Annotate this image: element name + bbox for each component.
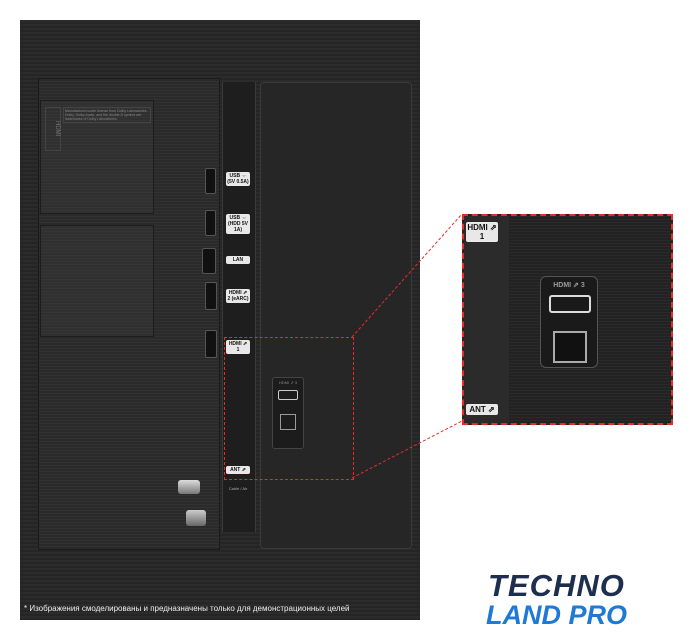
optical-port bbox=[280, 414, 296, 430]
lower-panel bbox=[40, 225, 154, 337]
hdmi-side-label: HDMI bbox=[45, 107, 61, 151]
lan-port bbox=[202, 248, 216, 274]
hdmi3-optical-block: HDMI ⇗ 3 bbox=[272, 377, 304, 449]
zoom-optical-port bbox=[553, 331, 587, 363]
ant-label: ANT ⇗ bbox=[226, 466, 250, 474]
logo-line1: TECHNO bbox=[488, 568, 625, 603]
zoom-strip bbox=[464, 216, 509, 423]
usb-port-2 bbox=[205, 210, 216, 236]
logo-line2: LAND PRO bbox=[486, 600, 627, 630]
callout-region bbox=[224, 337, 354, 480]
hdmi3-port bbox=[278, 390, 298, 400]
antenna-connector bbox=[178, 480, 200, 494]
side-cover bbox=[260, 82, 412, 549]
zoom-hdmi1-label: HDMI ⇗ 1 bbox=[466, 222, 498, 242]
dolby-notice: Manufactured under license from Dolby La… bbox=[63, 107, 151, 123]
zoom-hdmi3-label: HDMI ⇗ 3 bbox=[553, 282, 585, 289]
lan-label: LAN bbox=[226, 256, 250, 264]
zoom-inset: HDMI ⇗ 1 ANT ⇗ HDMI ⇗ 3 bbox=[462, 214, 673, 425]
zoom-port-block: HDMI ⇗ 3 bbox=[540, 276, 598, 368]
hdmi2-port bbox=[205, 282, 217, 310]
hdmi2-label: HDMI ⇗ 2 (eARC) bbox=[226, 289, 250, 303]
hdmi1-port bbox=[205, 330, 217, 358]
zoom-ant-label: ANT ⇗ bbox=[466, 404, 498, 415]
usb-port-1 bbox=[205, 168, 216, 194]
hdmi3-label: HDMI ⇗ 3 bbox=[278, 380, 298, 385]
cable-air-label: Cable / Air bbox=[228, 486, 248, 491]
label-strip bbox=[222, 82, 256, 532]
usb2-label: USB ⇔ (HDD 5V 1A) bbox=[226, 214, 250, 234]
zoom-hdmi3-port bbox=[549, 295, 591, 313]
hdmi1-label: HDMI ⇗ 1 bbox=[226, 340, 250, 354]
disclaimer: * Изображения смоделированы и предназнач… bbox=[24, 604, 350, 613]
cable-connector bbox=[186, 510, 206, 526]
rear-recess bbox=[38, 78, 220, 550]
usb1-label: USB ⇔ (5V 0.5A) bbox=[226, 172, 250, 186]
dolby-panel: HDMI Manufactured under license from Dol… bbox=[40, 100, 154, 214]
